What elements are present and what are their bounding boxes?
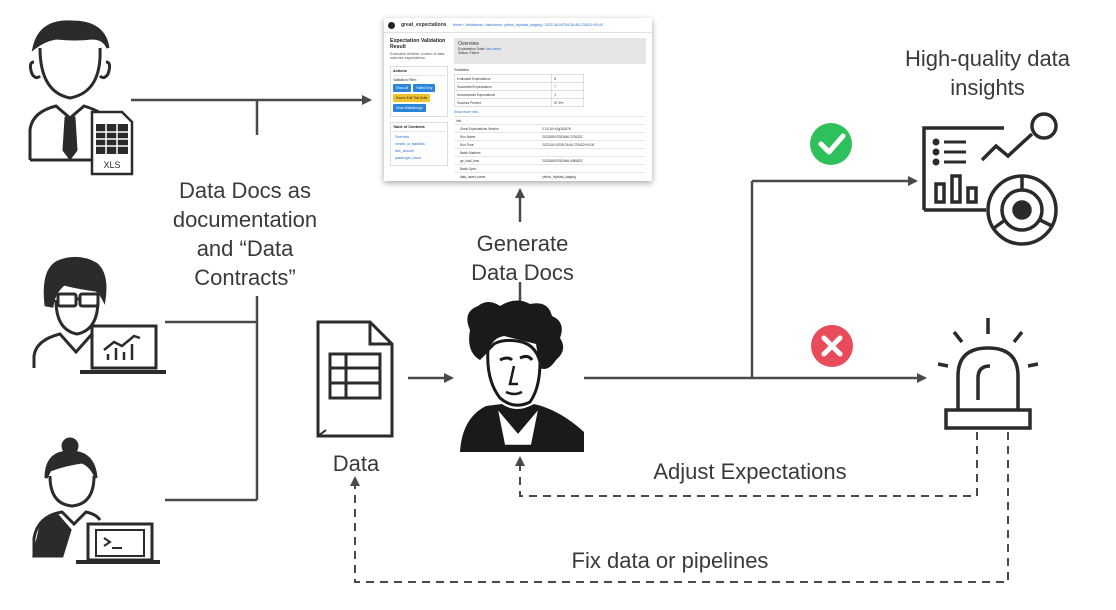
docs-failed-only-button[interactable]: Failed Only <box>413 83 436 92</box>
insights-label: High-quality data insights <box>880 44 1095 102</box>
info-label: Great Expectations Version <box>454 124 541 133</box>
generate-docs-label-line: Data Docs <box>471 260 574 285</box>
data-docs-label-line: Contracts” <box>194 265 296 290</box>
docs-actions-box: Actions Validation Filter: Show All Fail… <box>390 65 448 117</box>
info-label: data_asset_name <box>454 172 541 180</box>
docs-status: Status: Failed <box>458 51 479 55</box>
docs-overview-panel: Overview Expectation Suite: taxi.demo St… <box>454 38 646 64</box>
info-label: Batch Spec <box>454 164 541 173</box>
docs-stats-header: Statistics <box>454 68 470 72</box>
data-docs-label: Data Docs as documentation and “Data Con… <box>150 176 340 292</box>
docs-sidebar-title: Expectation Validation Result <box>390 38 446 50</box>
feedback-lines <box>350 432 1009 583</box>
docs-walkthrough-button[interactable]: Show Walkthrough <box>393 103 426 112</box>
alarm-siren-icon <box>937 318 1039 430</box>
table-row: Batch Markers <box>454 148 644 157</box>
fix-data-label: Fix data or pipelines <box>571 548 769 573</box>
docs-breadcrumb: Home / Validations / data.items: yellow_… <box>452 23 604 27</box>
docs-show-more-link[interactable]: Show more info... <box>454 110 481 114</box>
generate-docs-label-line: Generate <box>476 231 569 256</box>
info-value <box>540 164 644 173</box>
info-label: ge_load_time <box>454 156 541 165</box>
info-value <box>540 148 644 157</box>
info-value: 20220804T082646.270632Z <box>540 132 644 141</box>
connector-lines <box>131 95 927 502</box>
data-docs-label-line: and “Data <box>196 236 294 261</box>
green-check-icon <box>810 123 852 165</box>
gentleman-mascot-icon <box>460 300 584 452</box>
spreadsheet-icon: XLS <box>90 110 134 176</box>
docs-toc-header: Table of Contents <box>393 125 445 132</box>
info-label: Batch Markers <box>454 148 541 157</box>
info-value: yellow_tripdata_staging <box>540 172 644 180</box>
insights-label-line: High-quality data <box>904 46 1071 71</box>
data-docs-label-line: Data Docs as <box>178 178 312 203</box>
document-table-icon <box>316 320 394 438</box>
docs-suite-link[interactable]: taxi.demo <box>486 47 501 51</box>
docs-overview-title: Overview <box>458 41 479 47</box>
insights-label-line: insights <box>950 75 1025 100</box>
stat-label: Evaluated Expectations <box>453 74 553 83</box>
docs-topbar: great_expectations Home / Validations / … <box>384 18 652 33</box>
stat-value: 8 <box>551 74 584 83</box>
info-value: 0.15.16+41g342d7b <box>540 124 644 133</box>
docs-main: Overview Expectation Suite: taxi.demo St… <box>453 38 646 180</box>
table-row: Batch Spec <box>454 164 644 173</box>
xls-badge: XLS <box>103 160 120 170</box>
fix-data-loop <box>350 432 1009 583</box>
stat-label: Unsuccessful Expectations <box>453 90 553 99</box>
stat-value: 1 <box>551 90 584 99</box>
stat-label: Success Percent <box>453 98 553 107</box>
docs-logo-icon <box>388 21 395 29</box>
red-x-icon <box>811 325 853 367</box>
docs-toc-item[interactable]: Overview <box>395 134 410 139</box>
docs-brand: great_expectations <box>401 22 447 28</box>
docs-actions-header: Actions <box>393 69 445 76</box>
docs-toc-box: Table of Contents Overview vendor_id_sta… <box>390 121 448 166</box>
stat-value: 7 <box>551 82 584 91</box>
info-value: 20220804T082646.408982Z <box>540 156 644 165</box>
generate-docs-label: Generate Data Docs <box>455 229 590 287</box>
dashboard-charts-icon <box>922 112 1058 246</box>
docs-sidebar-subtitle: Evaluates whether a batch of data matche… <box>390 52 445 61</box>
info-label: Run Name <box>454 132 541 141</box>
stat-value: 87.5% <box>551 98 584 107</box>
docs-validation-filter: Validation Filter: <box>393 77 418 82</box>
info-value: 2022-08-04T08:26:46.270632+00:00 <box>540 140 644 149</box>
docs-toc-item[interactable]: vendor_id_statistics <box>395 141 425 146</box>
person-with-spreadsheet-icon <box>28 20 112 162</box>
adjust-expectations-label: Adjust Expectations <box>653 459 847 484</box>
person-with-laptop-terminal-icon <box>32 437 160 564</box>
docs-edit-suite-button[interactable]: How to Edit This Suite <box>393 93 431 102</box>
data-label: Data <box>332 451 380 476</box>
docs-suite-label: Expectation Suite: <box>458 47 486 51</box>
docs-show-all-button[interactable]: Show All <box>393 83 412 92</box>
stat-label: Successful Expectations <box>453 82 553 91</box>
table-row: Info <box>454 116 644 125</box>
data-docs-screenshot: great_expectations Home / Validations / … <box>384 18 652 181</box>
docs-toc-item[interactable]: fare_amount <box>395 148 415 153</box>
docs-sidebar: Expectation Validation Result Evaluates … <box>390 38 448 166</box>
data-docs-label-line: documentation <box>172 207 318 232</box>
person-with-laptop-chart-icon <box>32 257 166 374</box>
info-header: Info <box>454 116 541 125</box>
adjust-expectations-loop <box>515 432 978 497</box>
info-label: Run Time <box>454 140 541 149</box>
docs-toc-item[interactable]: passenger_count <box>395 155 422 160</box>
